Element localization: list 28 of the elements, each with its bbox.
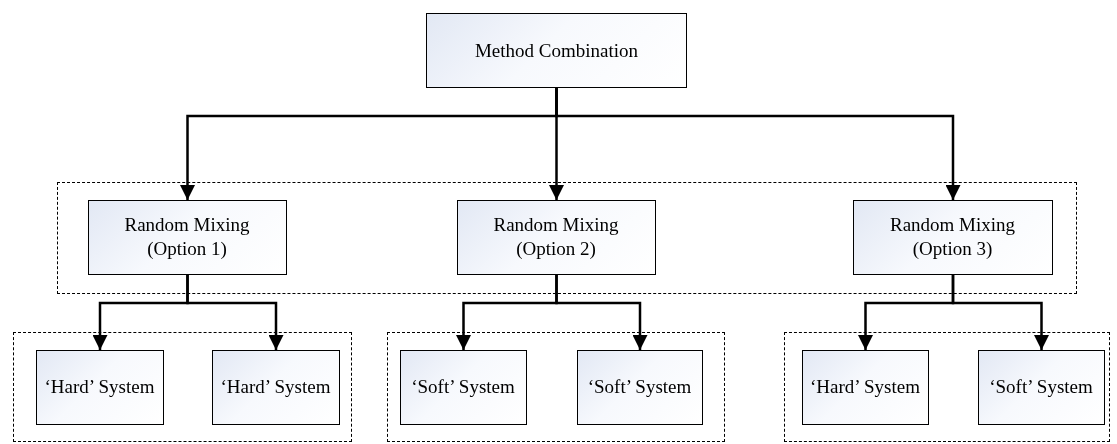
dashed-group-frame [387,332,725,442]
box-label: ‘Soft’ System [587,375,692,399]
arrow [555,88,961,200]
dashed-group-frame [13,332,352,442]
box-label: ‘Hard’ System [44,375,155,399]
box-label: ‘Soft’ System [989,375,1093,399]
process-box [87,199,287,275]
process-box [801,349,929,425]
process-box [426,13,687,88]
box-label: ‘Hard’ System [220,375,331,399]
process-box [399,349,527,425]
dashed-group-frame [784,332,1110,442]
process-box [456,199,656,275]
box-label: Method Combination [474,38,639,63]
process-box [35,349,164,425]
dashed-group-frame [57,182,1077,294]
box-label: ‘Soft’ System [411,375,515,399]
arrow [555,275,648,350]
box-label: Random Mixing (Option 3) [888,213,1017,261]
process-box [977,349,1105,425]
process-box [852,199,1053,275]
process-box [576,349,703,425]
process-box [211,349,340,425]
box-label: ‘Hard’ System [810,375,920,399]
arrow [951,275,1049,350]
arrow [186,275,284,350]
box-label: Random Mixing (Option 1) [123,213,251,261]
box-label: Random Mixing (Option 2) [492,213,620,261]
